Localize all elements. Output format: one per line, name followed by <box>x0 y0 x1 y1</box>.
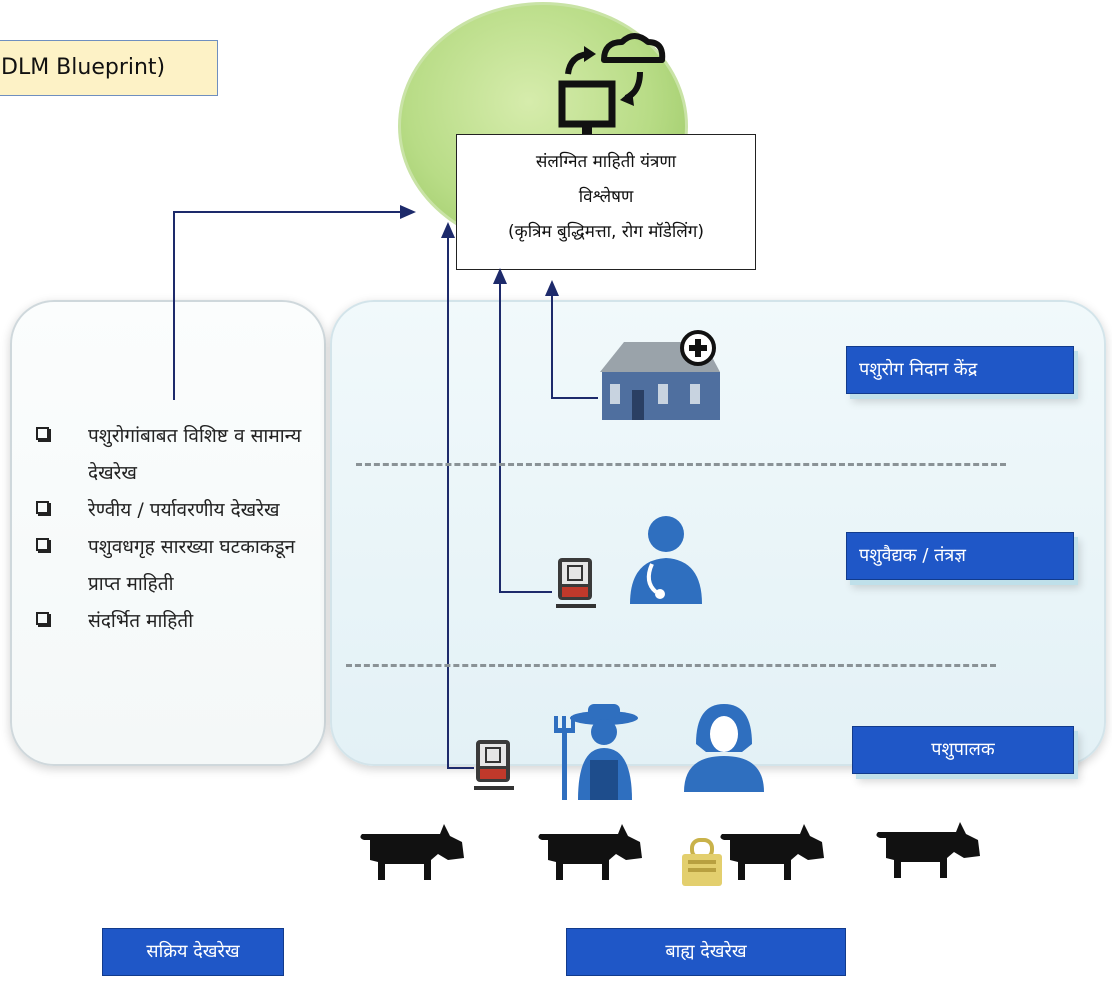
level-farmer: पशुपालक <box>852 726 1074 774</box>
list-item: रेण्वीय / पर्यावरणीय देखरेख <box>36 492 306 529</box>
tablet-device-icon <box>474 740 514 790</box>
arrowhead-farmer <box>441 222 455 238</box>
active-surveillance-panel <box>10 300 326 766</box>
arrowhead-vet <box>493 268 507 284</box>
arrow-farmer-to-center <box>447 236 474 769</box>
title-text: DLM Blueprint) <box>1 55 166 80</box>
woman-farmer-icon <box>684 704 764 792</box>
analysis-line-1: संलग्नित माहिती यंत्रणा <box>535 152 677 172</box>
arrow-vet-to-center <box>499 280 552 593</box>
active-surveillance-list: पशुरोगांबाबत विशिष्ट व सामान्य देखरेख रे… <box>36 418 306 640</box>
tablet-device-icon <box>556 558 596 608</box>
level-veterinarian: पशुवैद्यक / तंत्रज्ञ <box>846 532 1074 580</box>
arrow-lab-to-center <box>551 290 598 399</box>
title-box: DLM Blueprint) <box>0 40 218 96</box>
list-item: पशुवधगृह सारख्या घटकाकडून प्राप्त माहिती <box>36 529 306 603</box>
checkbox-bullet-icon <box>36 427 49 440</box>
arrow-active-to-center <box>173 211 402 400</box>
list-item: पशुरोगांबाबत विशिष्ट व सामान्य देखरेख <box>36 418 306 492</box>
active-surveillance-label: सक्रिय देखरेख <box>102 928 284 976</box>
cow-icon <box>538 824 642 880</box>
checkbox-bullet-icon <box>36 612 49 625</box>
analysis-box: संलग्नित माहिती यंत्रणा विश्लेषण (कृत्रि… <box>456 134 756 270</box>
monitor-icon <box>558 80 616 134</box>
list-item: संदर्भित माहिती <box>36 603 306 640</box>
lab-building-icon <box>600 330 720 420</box>
cow-icon <box>720 824 824 880</box>
level-separator <box>356 463 1006 466</box>
arrowhead-active <box>400 205 416 219</box>
veterinarian-icon <box>630 516 702 604</box>
level-diagnostic-center: पशुरोग निदान केंद्र <box>846 346 1074 394</box>
checkbox-bullet-icon <box>36 501 49 514</box>
arrowhead-lab <box>545 280 559 296</box>
analysis-line-3: (कृत्रिम बुद्धिमत्ता, रोग मॉडेलिंग) <box>508 222 704 242</box>
external-surveillance-label: बाह्य देखरेख <box>566 928 846 976</box>
cow-icon <box>360 824 464 880</box>
farmer-icon <box>554 704 638 800</box>
lock-icon <box>682 838 722 886</box>
checkbox-bullet-icon <box>36 538 49 551</box>
cloud-sync-icon <box>558 33 666 134</box>
cow-icon <box>876 822 980 878</box>
level-separator <box>346 664 996 667</box>
analysis-line-2: विश्लेषण <box>578 187 634 207</box>
